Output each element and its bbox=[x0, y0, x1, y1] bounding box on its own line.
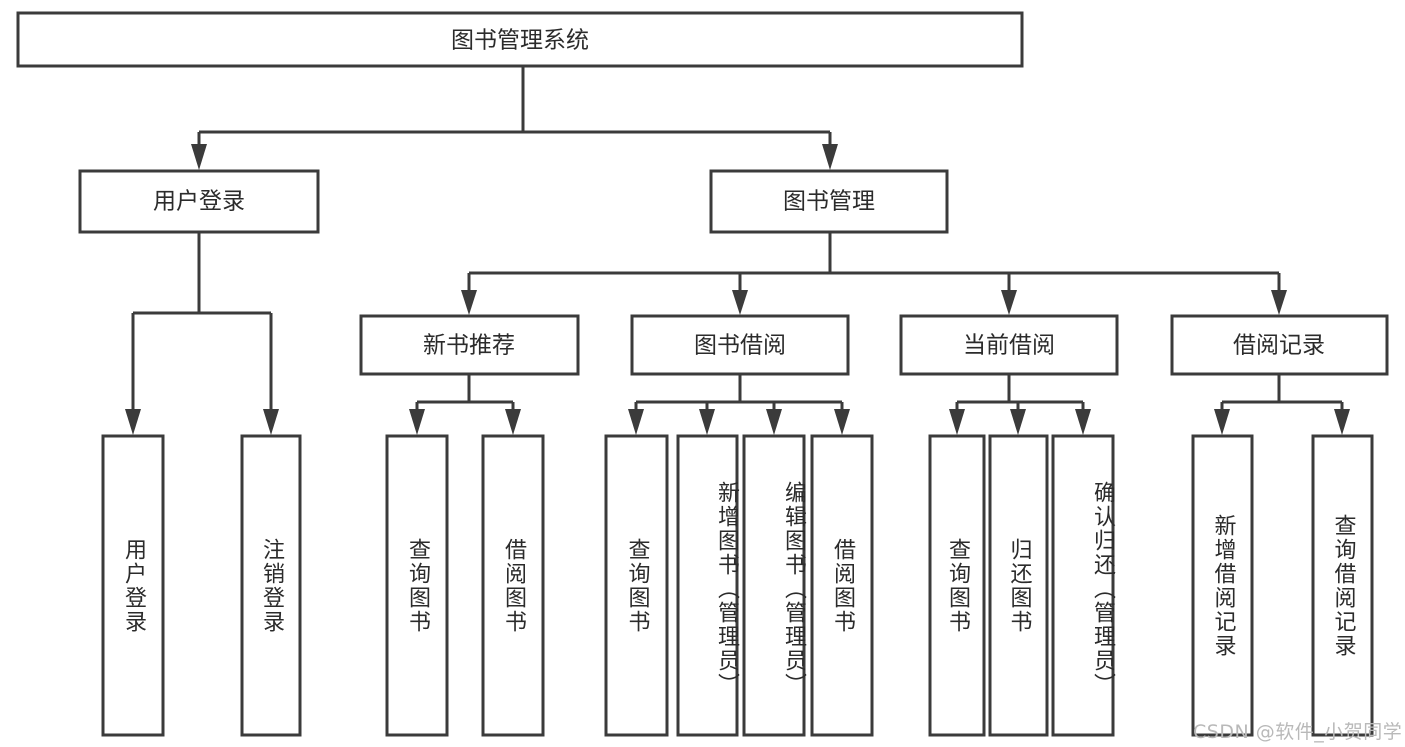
node-borrow-record-box[interactable] bbox=[1170, 314, 1389, 376]
node-book-manage-label: 图书管理 bbox=[783, 189, 875, 215]
node-leaf-query-record-box[interactable] bbox=[1311, 434, 1374, 737]
node-leaf-edit-book-box[interactable] bbox=[742, 434, 806, 737]
node-current-borrow-box[interactable] bbox=[899, 314, 1119, 376]
node-leaf-add-record-box[interactable] bbox=[1191, 434, 1254, 737]
arrow-head-leaf-logout bbox=[263, 409, 279, 435]
arrow-head-leaf-query-book-rec bbox=[409, 409, 425, 435]
arrow-head-borrow-record bbox=[1271, 290, 1287, 315]
node-leaf-borrow-book-box[interactable] bbox=[810, 434, 874, 737]
arrow-head-leaf-return-book bbox=[1010, 409, 1026, 435]
node-current-borrow[interactable]: 当前借阅 bbox=[899, 314, 1119, 376]
csdn-watermark: CSDN @软件_小贺同学 bbox=[1193, 721, 1403, 743]
arrow-head-book-manage bbox=[822, 144, 838, 170]
arrow-head-leaf-query-record bbox=[1334, 409, 1350, 435]
arrow-head-book-borrow bbox=[732, 290, 748, 315]
node-leaf-return-book-box[interactable] bbox=[988, 434, 1049, 737]
arrow-head-leaf-borrow-book bbox=[834, 409, 850, 435]
node-user-login-box[interactable] bbox=[78, 169, 320, 234]
node-book-borrow[interactable]: 图书借阅 bbox=[630, 314, 850, 376]
arrow-head-leaf-borrow-book-rec bbox=[505, 409, 521, 435]
node-user-login-label: 用户登录 bbox=[153, 189, 245, 215]
node-book-manage[interactable]: 图书管理 bbox=[709, 169, 949, 234]
node-borrow-record-label: 借阅记录 bbox=[1233, 333, 1325, 359]
node-leaf-query-book-box[interactable] bbox=[604, 434, 669, 737]
node-borrow-record[interactable]: 借阅记录 bbox=[1170, 314, 1389, 376]
node-leaf-add-book-box[interactable] bbox=[676, 434, 739, 737]
arrow-head-leaf-query-book bbox=[628, 409, 644, 435]
node-book-manage-box[interactable] bbox=[709, 169, 949, 234]
node-new-book-rec[interactable]: 新书推荐 bbox=[359, 314, 580, 376]
arrow-head-leaf-confirm-return bbox=[1075, 409, 1091, 435]
arrow-head-user-login bbox=[191, 144, 207, 170]
arrow-head-leaf-edit-book bbox=[766, 409, 782, 435]
node-book-borrow-box[interactable] bbox=[630, 314, 850, 376]
arrow-head-leaf-user-login bbox=[125, 409, 141, 435]
node-new-book-rec-label: 新书推荐 bbox=[423, 333, 515, 359]
node-book-borrow-label: 图书借阅 bbox=[694, 333, 786, 359]
node-root-label: 图书管理系统 bbox=[451, 28, 589, 54]
node-new-book-rec-box[interactable] bbox=[359, 314, 580, 376]
leaf-layer bbox=[101, 434, 1374, 737]
node-current-borrow-label: 当前借阅 bbox=[963, 333, 1055, 359]
node-leaf-confirm-return-box[interactable] bbox=[1051, 434, 1115, 737]
arrow-head-new-book-rec bbox=[461, 290, 477, 315]
arrow-head-current-borrow bbox=[1001, 290, 1017, 315]
node-leaf-borrow-book-rec-box[interactable] bbox=[481, 434, 545, 737]
node-root[interactable]: 图书管理系统 bbox=[16, 11, 1024, 68]
arrow-head-leaf-add-book bbox=[699, 409, 715, 435]
node-leaf-user-login-box[interactable] bbox=[101, 434, 165, 737]
node-user-login[interactable]: 用户登录 bbox=[78, 169, 320, 234]
node-leaf-query-book-rec-box[interactable] bbox=[385, 434, 449, 737]
arrow-head-leaf-add-record bbox=[1214, 409, 1230, 435]
node-leaf-logout-box[interactable] bbox=[240, 434, 302, 737]
node-root-box[interactable] bbox=[16, 11, 1024, 68]
node-leaf-query-book-cur-box[interactable] bbox=[928, 434, 986, 737]
arrow-head-leaf-query-book-cur bbox=[949, 409, 965, 435]
connector-layer bbox=[125, 66, 1350, 435]
